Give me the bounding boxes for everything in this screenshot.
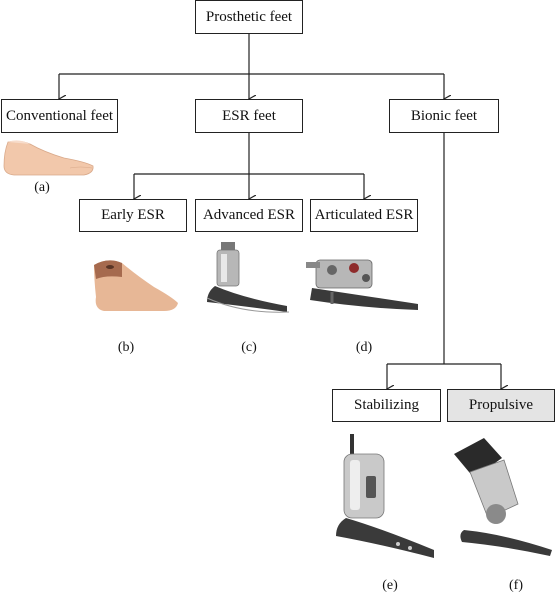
caption-c: (c): [229, 340, 269, 356]
node-label: Articulated ESR: [315, 207, 414, 224]
node-esr-feet: ESR feet: [195, 99, 303, 133]
node-early-esr: Early ESR: [79, 199, 187, 232]
node-bionic-feet: Bionic feet: [389, 99, 499, 133]
caption-a: (a): [22, 180, 62, 196]
caption-f: (f): [496, 578, 536, 594]
caption-b: (b): [106, 340, 146, 356]
node-conventional-feet: Conventional feet: [1, 99, 118, 133]
articulated-esr-foot-image: [302, 252, 422, 318]
advanced-esr-foot-image: [203, 240, 291, 320]
stabilizing-bionic-foot-image: [330, 432, 440, 566]
node-label: Early ESR: [101, 207, 165, 224]
caption-e: (e): [370, 578, 410, 594]
early-esr-foot-image: [88, 255, 180, 313]
node-propulsive: Propulsive: [447, 389, 555, 422]
conventional-foot-image: [0, 138, 96, 178]
node-stabilizing: Stabilizing: [332, 389, 441, 422]
node-prosthetic-feet: Prosthetic feet: [195, 0, 303, 34]
node-label: ESR feet: [222, 108, 276, 125]
node-label: Advanced ESR: [203, 207, 295, 224]
node-label: Stabilizing: [354, 397, 419, 414]
propulsive-bionic-foot-image: [444, 434, 556, 558]
node-label: Bionic feet: [411, 108, 477, 125]
caption-d: (d): [344, 340, 384, 356]
node-label: Conventional feet: [6, 108, 113, 125]
node-label: Prosthetic feet: [206, 9, 292, 26]
node-advanced-esr: Advanced ESR: [195, 199, 303, 232]
node-label: Propulsive: [469, 397, 533, 414]
node-articulated-esr: Articulated ESR: [310, 199, 418, 232]
